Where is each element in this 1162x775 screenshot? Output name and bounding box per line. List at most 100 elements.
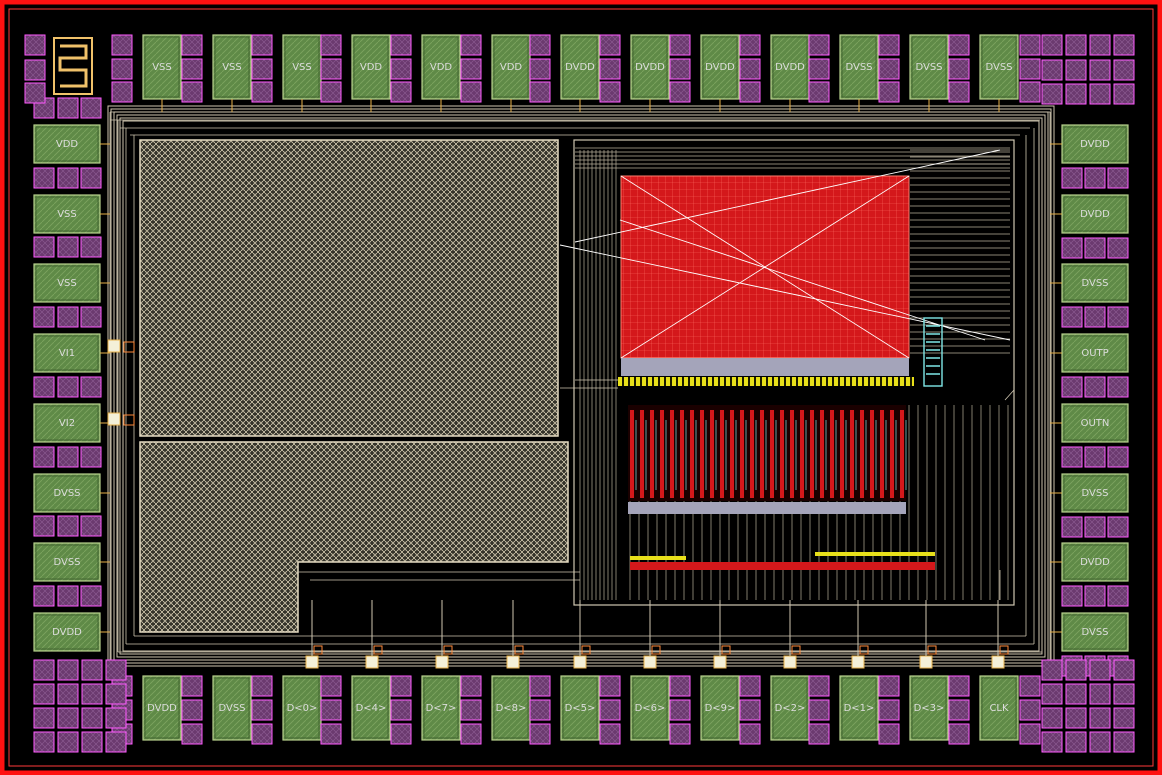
pad-label: D<7> (426, 703, 457, 714)
ring-pad (33, 707, 55, 729)
pad-right-0[interactable]: DVDD (1061, 124, 1129, 164)
pad-right-7[interactable]: DVSS (1061, 612, 1129, 652)
contact-cell (107, 412, 121, 426)
ring-pad (33, 376, 55, 398)
pad-left-2[interactable]: VSS (33, 263, 101, 303)
pad-bottom-11[interactable]: D<3> (909, 675, 949, 741)
contact-cell (783, 655, 797, 669)
pad-label: D<3> (914, 703, 945, 714)
pad-bottom-10[interactable]: D<1> (839, 675, 879, 741)
pad-top-8[interactable]: DVDD (700, 34, 740, 100)
column-peripheral (628, 502, 906, 514)
ring-pad (57, 97, 79, 119)
pad-top-3[interactable]: VDD (351, 34, 391, 100)
pad-left-3[interactable]: VI1 (33, 333, 101, 373)
pad-right-6[interactable]: DVDD (1061, 542, 1129, 582)
pad-bottom-6[interactable]: D<5> (560, 675, 600, 741)
ring-pad (24, 82, 46, 104)
pad-left-1[interactable]: VSS (33, 194, 101, 234)
ring-pad (529, 34, 551, 56)
pad-top-11[interactable]: DVSS (909, 34, 949, 100)
contact-cell (851, 655, 865, 669)
pad-label: D<2> (775, 703, 806, 714)
ring-pad (111, 58, 133, 80)
pad-left-6[interactable]: DVSS (33, 542, 101, 582)
ring-pad (1084, 376, 1106, 398)
pad-top-10[interactable]: DVSS (839, 34, 879, 100)
ring-pad (1107, 237, 1129, 259)
ring-pad (81, 659, 103, 681)
pad-bottom-8[interactable]: D<9> (700, 675, 740, 741)
pad-top-6[interactable]: DVDD (560, 34, 600, 100)
pad-bottom-5[interactable]: D<8> (491, 675, 531, 741)
pad-right-1[interactable]: DVDD (1061, 194, 1129, 234)
ring-pad (1019, 58, 1041, 80)
pad-bottom-1[interactable]: DVSS (212, 675, 252, 741)
contact-cell (991, 655, 1005, 669)
pad-label: D<4> (356, 703, 387, 714)
ring-pad (1084, 446, 1106, 468)
ring-pad (33, 306, 55, 328)
pad-label: DVSS (1081, 488, 1108, 499)
pad-bottom-4[interactable]: D<7> (421, 675, 461, 741)
pad-right-2[interactable]: DVSS (1061, 263, 1129, 303)
ring-pad (808, 58, 830, 80)
pad-label: VSS (57, 278, 77, 289)
ring-pad (460, 723, 482, 745)
pad-right-3[interactable]: OUTP (1061, 333, 1129, 373)
pad-right-4[interactable]: OUTN (1061, 403, 1129, 443)
ring-pad (320, 723, 342, 745)
ring-pad (33, 515, 55, 537)
ring-pad (1089, 83, 1111, 105)
ring-pad (1065, 83, 1087, 105)
ring-pad (808, 699, 830, 721)
pad-top-0[interactable]: VSS (142, 34, 182, 100)
pad-bottom-7[interactable]: D<6> (630, 675, 670, 741)
pad-top-4[interactable]: VDD (421, 34, 461, 100)
ring-pad (808, 81, 830, 103)
pad-label: DVSS (218, 703, 245, 714)
ring-pad (57, 515, 79, 537)
ring-pad (1113, 59, 1135, 81)
pad-top-2[interactable]: VSS (282, 34, 322, 100)
ring-pad (181, 723, 203, 745)
pad-left-0[interactable]: VDD (33, 124, 101, 164)
logo-mark (53, 37, 93, 95)
ring-pad (529, 723, 551, 745)
ring-pad (1089, 707, 1111, 729)
pad-left-5[interactable]: DVSS (33, 473, 101, 513)
ring-pad (1113, 34, 1135, 56)
pad-top-9[interactable]: DVDD (770, 34, 810, 100)
pad-bottom-3[interactable]: D<4> (351, 675, 391, 741)
pad-bottom-12[interactable]: CLK (979, 675, 1019, 741)
pad-label: VSS (152, 62, 172, 73)
pad-right-5[interactable]: DVSS (1061, 473, 1129, 513)
ring-pad (251, 675, 273, 697)
ring-pad (1019, 675, 1041, 697)
contact-cell (305, 655, 319, 669)
ring-pad (460, 675, 482, 697)
ring-pad (1061, 516, 1083, 538)
ring-pad (948, 34, 970, 56)
pad-bottom-9[interactable]: D<2> (770, 675, 810, 741)
pad-top-1[interactable]: VSS (212, 34, 252, 100)
ring-pad (1107, 167, 1129, 189)
ring-pad (739, 699, 761, 721)
pad-bottom-0[interactable]: DVDD (142, 675, 182, 741)
pad-left-7[interactable]: DVDD (33, 612, 101, 652)
pad-top-5[interactable]: VDD (491, 34, 531, 100)
pad-bottom-2[interactable]: D<0> (282, 675, 322, 741)
pad-label: DVDD (147, 703, 177, 714)
pad-top-12[interactable]: DVSS (979, 34, 1019, 100)
pad-top-7[interactable]: DVDD (630, 34, 670, 100)
ring-pad (878, 34, 900, 56)
ring-pad (105, 707, 127, 729)
ring-pad (390, 58, 412, 80)
pad-left-4[interactable]: VI2 (33, 403, 101, 443)
ring-pad (739, 723, 761, 745)
pad-label: VDD (430, 62, 453, 73)
column-region (628, 405, 906, 501)
